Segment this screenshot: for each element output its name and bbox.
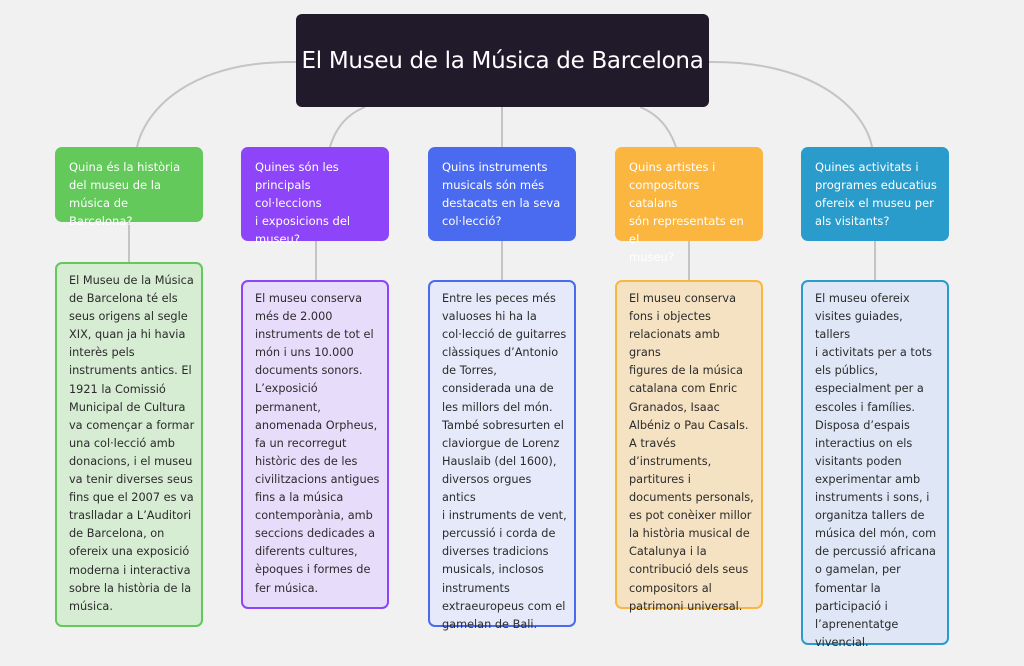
question-instruments[interactable]: Quins instruments musicals són més desta… [428, 147, 576, 241]
link-2 [315, 241, 317, 280]
link-4 [688, 241, 690, 280]
question-collections[interactable]: Quines són les principals col·leccions i… [241, 147, 389, 246]
answer-artists[interactable]: El museu conserva fons i objectes relaci… [615, 280, 763, 613]
question-artists[interactable]: Quins artistes i compositors catalans só… [615, 147, 763, 264]
central-topic[interactable]: El Museu de la Música de Barcelona [296, 14, 709, 107]
answer-instruments[interactable]: Entre les peces més valuoses hi ha la co… [428, 280, 576, 631]
question-history[interactable]: Quina és la història del museu de la mús… [55, 147, 203, 228]
answer-history[interactable]: El Museu de la Música de Barcelona té el… [55, 262, 203, 627]
link-5 [874, 241, 876, 280]
answer-collections[interactable]: El museu conserva més de 2.000 instrumen… [241, 280, 389, 609]
question-activities[interactable]: Quines activitats i programes educatius … [801, 147, 949, 241]
connector-2 [329, 106, 366, 148]
answer-activities[interactable]: El museu ofereix visites guiades, taller… [801, 280, 949, 649]
link-3 [501, 241, 503, 280]
connector-1 [136, 60, 299, 148]
link-1 [128, 222, 130, 262]
connector-5 [706, 60, 873, 148]
connector-4 [639, 106, 677, 148]
